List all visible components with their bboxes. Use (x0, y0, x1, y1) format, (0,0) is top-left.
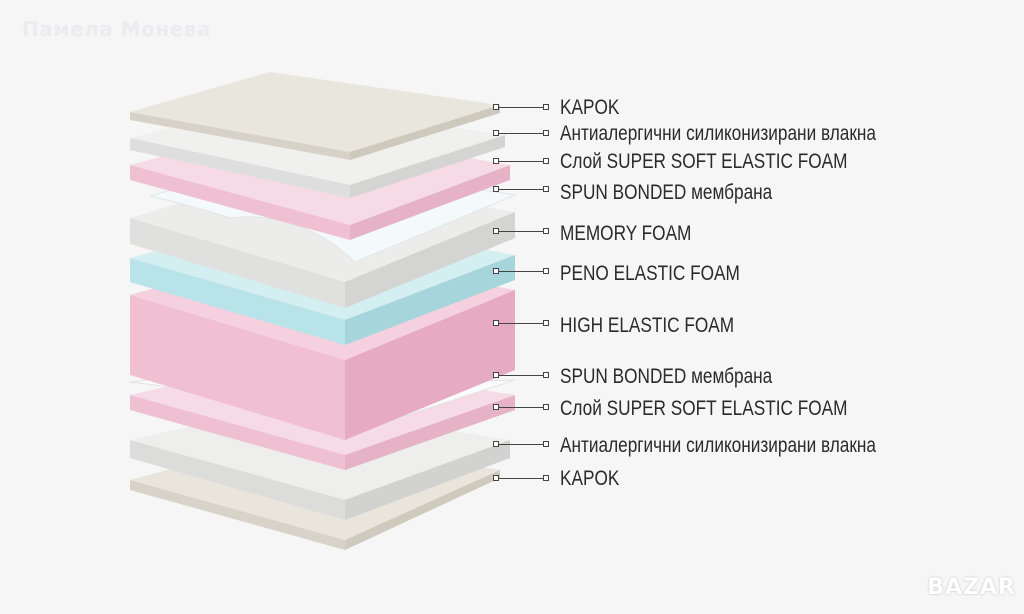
layer-label: SPUN BONDED мембрана (560, 365, 773, 388)
layer-label: MEMORY FOAM (560, 222, 692, 245)
bazar-logo: BAZAR (927, 575, 1016, 600)
connector-line (493, 404, 549, 412)
connector-line (493, 130, 549, 138)
layer-label: KAPOK (560, 467, 620, 490)
connector-line (493, 186, 549, 194)
layer-label: SPUN BONDED мембрана (560, 181, 773, 204)
layer-label: Антиалергични силиконизирани влакна (560, 434, 876, 457)
connector-line (493, 104, 549, 112)
connector-line (493, 268, 549, 276)
connector-line (493, 228, 549, 236)
layer-kapok-top (130, 72, 500, 160)
connector-line (493, 372, 549, 380)
layer-label: PENO ELASTIC FOAM (560, 262, 740, 285)
layer-label: Антиалергични силиконизирани влакна (560, 122, 876, 145)
connector-line (493, 441, 549, 449)
layer-label: HIGH ELASTIC FOAM (560, 314, 735, 337)
layer-label: Слой SUPER SOFT ELASTIC FOAM (560, 397, 848, 420)
layer-label: KAPOK (560, 96, 620, 119)
connector-line (493, 158, 549, 166)
layer-label: Слой SUPER SOFT ELASTIC FOAM (560, 150, 848, 173)
connector-line (493, 475, 549, 483)
connector-line (493, 320, 549, 328)
watermark: Памела Монева (22, 17, 211, 41)
